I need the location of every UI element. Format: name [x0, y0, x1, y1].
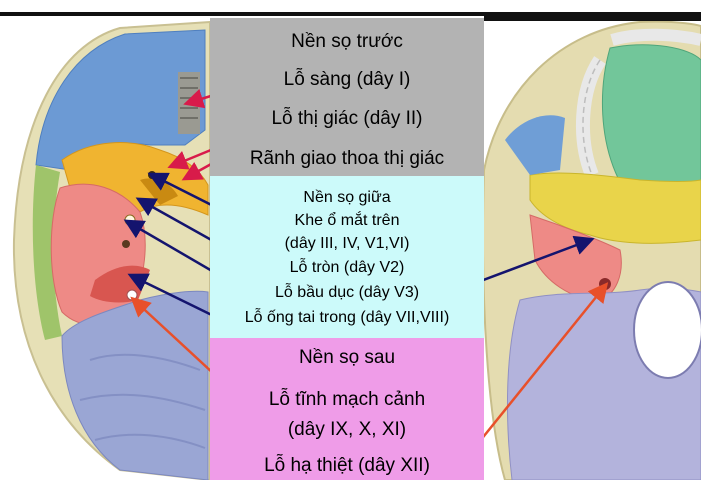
anterior-fossa-panel: Nền sọ trước Lỗ sàng (dây I) Lỗ thị giác…: [210, 18, 484, 176]
label-jugular-foramen: Lỗ tĩnh mạch cảnh: [210, 390, 484, 409]
label-chiasmatic-groove: Rãnh giao thoa thị giác: [210, 149, 484, 168]
label-superior-orbital-fissure: Khe ổ mắt trên: [210, 213, 484, 229]
anterior-fossa-title: Nền sọ trước: [210, 32, 484, 51]
label-foramen-ovale: Lỗ bầu dục (dây V3): [210, 285, 484, 301]
label-cribriform: Lỗ sàng (dây I): [210, 70, 484, 89]
label-hypoglossal-canal: Lỗ hạ thiệt (dây XII): [210, 456, 484, 475]
label-optic-canal: Lỗ thị giác (dây II): [210, 109, 484, 128]
posterior-fossa-panel: Nền sọ sau Lỗ tĩnh mạch cảnh (dây IX, X,…: [210, 338, 484, 480]
label-foramen-rotundum: Lỗ tròn (dây V2): [210, 260, 484, 276]
right-skull-exterior-view: [483, 22, 701, 480]
middle-fossa-panel: Nền sọ giữa Khe ổ mắt trên (dây III, IV,…: [210, 176, 484, 338]
top-divider-right: [484, 12, 701, 21]
middle-fossa-title: Nền sọ giữa: [210, 190, 484, 206]
label-internal-acoustic-meatus: Lỗ ống tai trong (dây VII,VIII): [210, 310, 484, 326]
left-skull-interior-view: [14, 22, 210, 480]
label-superior-orbital-fissure-nerves: (dây III, IV, V1,VI): [210, 236, 484, 252]
label-jugular-foramen-nerves: (dây IX, X, XI): [210, 420, 484, 439]
posterior-fossa-title: Nền sọ sau: [210, 348, 484, 367]
